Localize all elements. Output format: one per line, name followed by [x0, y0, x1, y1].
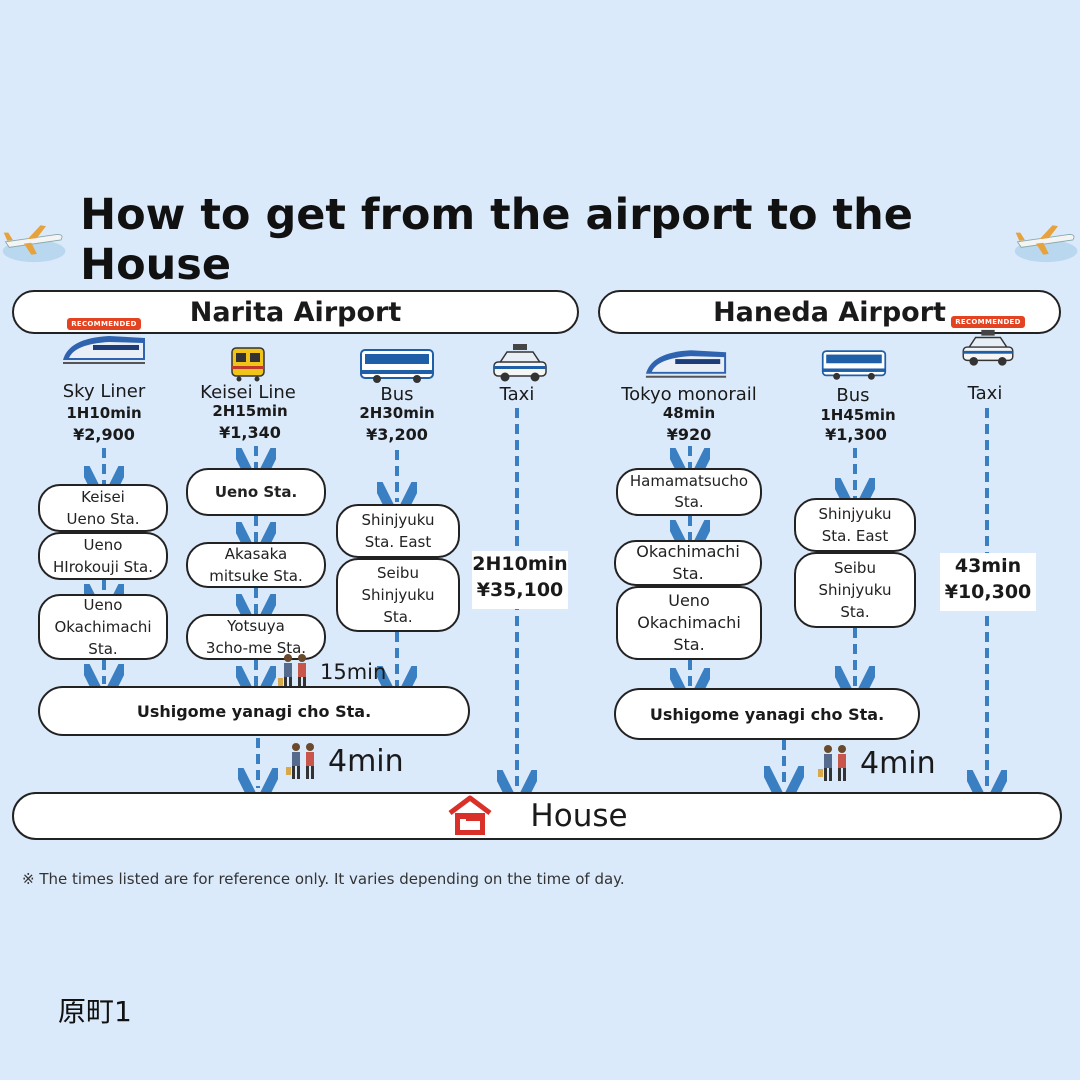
taxi-icon: [493, 344, 547, 382]
disclaimer-note: ※ The times listed are for reference onl…: [22, 870, 625, 888]
mode-bus: [818, 346, 890, 388]
mode-name: Taxi: [499, 384, 535, 405]
house-icon: [448, 795, 492, 835]
mode-time: 2H15min: [212, 402, 288, 420]
station-box: Okachimachi Sta.: [614, 540, 762, 586]
walk-15min: 15min: [278, 652, 386, 692]
station-box: Shinjyuku Sta. East: [336, 504, 460, 558]
final-station-box: Ushigome yanagi cho Sta.: [38, 686, 470, 736]
recommended-badge: RECOMMENDED: [67, 318, 141, 330]
station-box: Ueno Okachimachi Sta.: [616, 586, 762, 660]
mode-name: Taxi: [967, 383, 1003, 404]
mode-skyliner: RECOMMENDED: [44, 318, 164, 374]
station-box: Shinjyuku Sta. East: [794, 498, 916, 552]
walk-time: 4min: [860, 745, 936, 781]
mode-taxi: RECOMMENDED: [948, 316, 1028, 372]
station-box: Ueno HIrokouji Sta.: [38, 532, 168, 580]
walk-4min: 4min: [286, 740, 404, 782]
house-box: House: [12, 792, 1062, 840]
mode-time: 1H10min: [66, 404, 142, 422]
mode-time: 2H30min: [359, 404, 435, 422]
walk-time: 4min: [328, 743, 404, 779]
station-box: Ueno Okachimachi Sta.: [38, 594, 168, 660]
monorail-icon: [645, 350, 727, 378]
mode-name: Tokyo monorail: [621, 384, 757, 405]
mode-price: ¥3,200: [366, 425, 428, 444]
walking-people-icon: [818, 745, 846, 781]
page-title: How to get from the airport to the House: [80, 190, 913, 290]
taxi-info: 43min ¥10,300: [940, 553, 1036, 611]
mode-price: ¥2,900: [73, 425, 135, 444]
mode-time: 48min: [662, 404, 716, 422]
mode-price: ¥1,300: [825, 425, 887, 444]
mode-name: Bus: [836, 385, 870, 406]
taxi-icon: [962, 329, 1014, 366]
train-icon: [63, 336, 145, 364]
yellow-train-icon: [231, 347, 265, 382]
title-row: How to get from the airport to the House: [0, 190, 1080, 290]
station-box: Seibu Shinjyuku Sta.: [336, 558, 460, 632]
mode-bus: [358, 346, 436, 390]
walk-time: 15min: [320, 660, 387, 684]
station-box: Seibu Shinjyuku Sta.: [794, 552, 916, 628]
station-box: Akasaka mitsuke Sta.: [186, 542, 326, 588]
mode-taxi: [490, 342, 550, 388]
station-box: Yotsuya 3cho-me Sta.: [186, 614, 326, 660]
mode-keisei: [196, 346, 300, 386]
taxi-info: 2H10min ¥35,100: [472, 551, 568, 609]
airplane-icon: [2, 225, 66, 263]
mode-name: Bus: [380, 384, 414, 405]
station-box: Ueno Sta.: [186, 468, 326, 516]
final-station-box: Ushigome yanagi cho Sta.: [614, 688, 920, 740]
recommended-badge: RECOMMENDED: [951, 316, 1025, 328]
walking-people-icon: [278, 654, 306, 690]
bus-icon: [360, 349, 434, 383]
mode-monorail: [636, 344, 736, 388]
mode-price: ¥920: [666, 425, 712, 444]
house-label: House: [530, 798, 628, 834]
walking-people-icon: [286, 743, 314, 779]
page-label: 原町1: [58, 995, 132, 1028]
airplane-icon: [1014, 225, 1078, 263]
mode-name: Sky Liner: [62, 381, 146, 402]
bus-icon: [821, 350, 887, 380]
walk-4min: 4min: [818, 742, 936, 784]
mode-name: Keisei Line: [200, 382, 296, 403]
station-box: Keisei Ueno Sta.: [38, 484, 168, 532]
mode-price: ¥1,340: [219, 423, 281, 442]
mode-time: 1H45min: [820, 406, 896, 424]
station-box: Hamamatsucho Sta.: [616, 468, 762, 516]
